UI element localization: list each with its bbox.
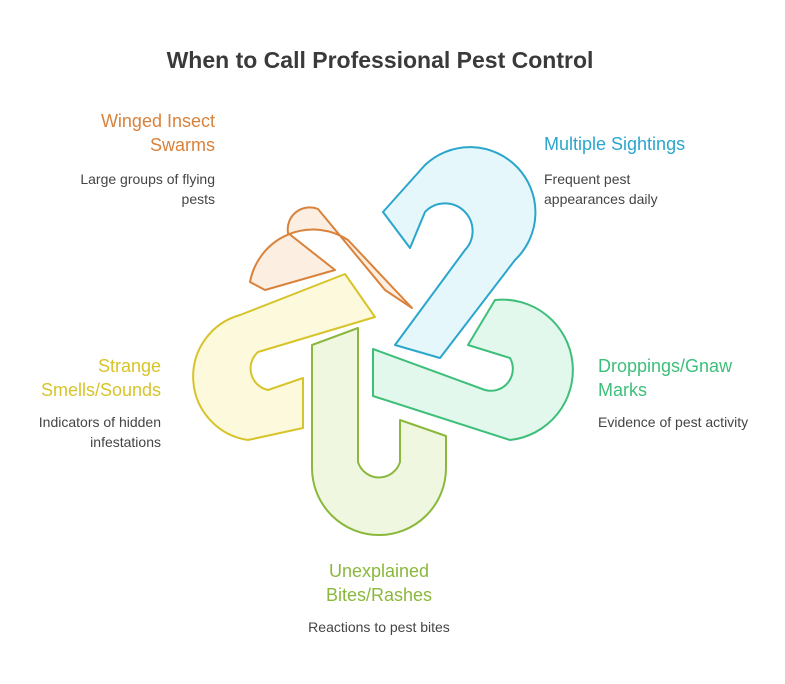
label-droppings-gnaw-marks: Droppings/Gnaw Marks (598, 356, 733, 400)
page-title: When to Call Professional Pest Control (166, 47, 594, 73)
strange-smells-sounds-shape (192, 273, 376, 441)
label-winged-insect-swarms: Winged Insect Swarms (100, 111, 215, 155)
winged-insect-swarms-shape (249, 206, 413, 309)
label-unexplained-bites-rashes: Unexplained Bites/Rashes (325, 561, 433, 605)
desc-unexplained-bites-rashes: Reactions to pest bites (308, 619, 450, 635)
desc-strange-smells-sounds: Indicators of hidden infestations (38, 414, 161, 450)
label-multiple-sightings: Multiple Sightings (544, 134, 686, 154)
desc-winged-insect-swarms: Large groups of flying pests (80, 171, 215, 207)
desc-droppings-gnaw-marks: Evidence of pest activity (598, 414, 749, 430)
multiple-sightings-shape (382, 146, 537, 359)
droppings-gnaw-marks-shape (372, 298, 574, 441)
label-strange-smells-sounds: Strange Smells/Sounds (40, 356, 161, 400)
desc-multiple-sightings: Frequent pest appearances daily (544, 171, 658, 207)
unexplained-bites-rashes-shape (311, 327, 447, 536)
